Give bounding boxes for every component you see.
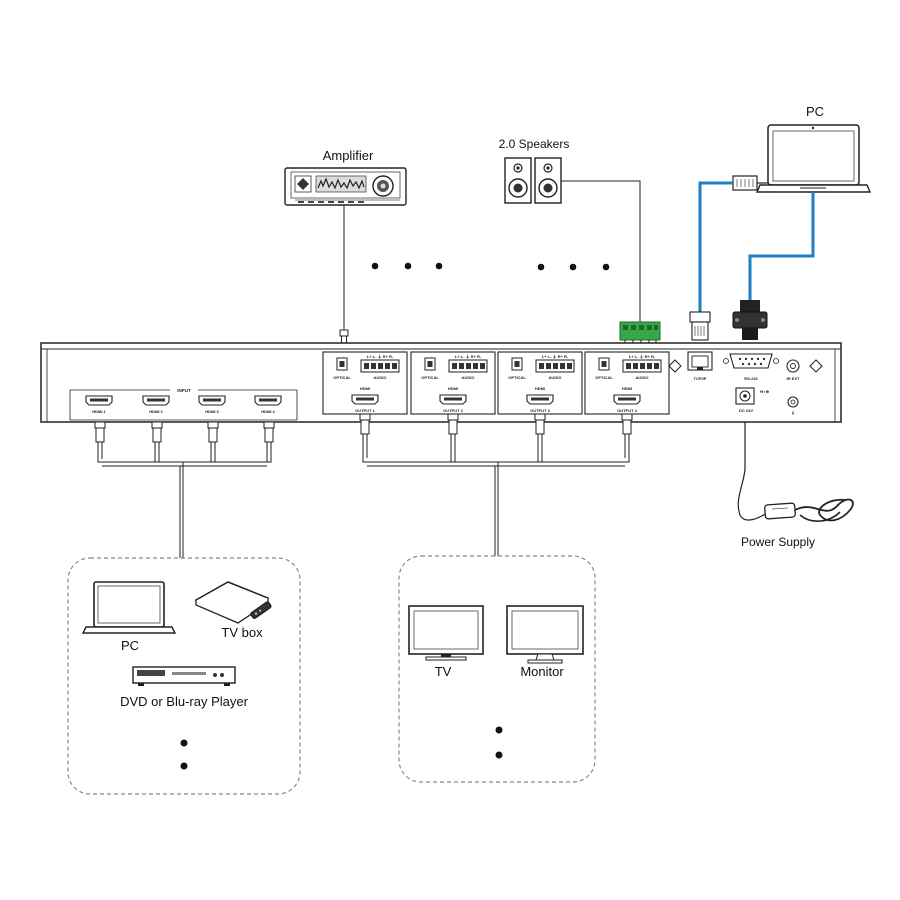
optical-label: OPTICAL <box>508 375 526 380</box>
rs232-port: RS-232 <box>723 353 779 381</box>
output-name: OUTPUT 3 <box>530 408 551 413</box>
dc-label: DC 24V <box>739 408 753 413</box>
audio-pin-labels: L+ L- ⏚ R+ R- <box>367 353 394 359</box>
amplifier-label: Amplifier <box>323 148 374 163</box>
hdmi-input-ports: HDMI 1 HDMI 2 HDMI 3 HDMI 4 <box>85 395 282 414</box>
sources-ellipsis <box>180 739 188 770</box>
laptop-icon <box>755 124 872 193</box>
power-adapter-icon <box>764 498 854 522</box>
audio-label: AUDIO <box>549 375 562 380</box>
audio-pin-labels: L+ L- ⏚ R+ R- <box>629 353 656 359</box>
sources-group <box>67 557 301 795</box>
output-name: OUTPUT 4 <box>617 408 638 413</box>
tv-icon <box>408 605 484 661</box>
dc-power-port: ⊖◐⊕ DC 24V <box>735 387 770 413</box>
input-hdmi-cables <box>94 421 275 558</box>
rj45-plug-icon <box>689 311 711 341</box>
source-laptop-icon <box>81 581 177 634</box>
tcpip-label: TCP/IP <box>694 376 707 381</box>
hdmi-input-3: HDMI 3 <box>198 395 226 414</box>
serial-cable <box>748 192 815 300</box>
source-pc-label: PC <box>121 638 139 653</box>
irext-label: IR EXT <box>787 376 800 381</box>
power-cable <box>737 422 769 521</box>
hdmi-label: HDMI <box>535 386 545 391</box>
hdmi-input-2: HDMI 2 <box>142 395 170 414</box>
hdmi-input-label: HDMI 3 <box>205 409 219 414</box>
hdmi-input-label: HDMI 1 <box>92 409 106 414</box>
output-hdmi-cables <box>359 413 633 556</box>
optical-plug-icon <box>339 329 349 345</box>
hdmi-input-label: HDMI 2 <box>149 409 163 414</box>
hdmi-input-4: HDMI 4 <box>254 395 282 414</box>
tcpip-port: TCP/IP <box>687 351 713 381</box>
output-modules: OPTICAL L+ L- ⏚ R+ R- AUDIO HDMI OUTPUT … <box>322 351 670 415</box>
polarity-icon: ⊖◐⊕ <box>760 389 770 394</box>
hdmi-label: HDMI <box>448 386 458 391</box>
speaker-cable <box>561 180 641 325</box>
audio-pin-labels: L+ L- ⏚ R+ R- <box>455 353 482 359</box>
db9-plug-icon <box>732 300 768 340</box>
input-section: INPUT <box>69 388 298 421</box>
speakers-label: 2.0 Speakers <box>499 137 570 151</box>
input-title: INPUT <box>177 388 191 393</box>
hdmi-input-1: HDMI 1 <box>85 395 113 414</box>
output-name: OUTPUT 2 <box>443 408 464 413</box>
svg-text:⏚: ⏚ <box>791 409 795 415</box>
ir-ext-port: IR EXT <box>786 359 800 381</box>
control-section: TCP/IP RS-232 IR EXT ⊖◐⊕ DC 24V ⏚ <box>668 351 823 415</box>
displays-group <box>398 555 596 783</box>
output-module-2: OPTICAL L+ L- ⏚ R+ R- AUDIO HDMI OUTPUT … <box>410 351 496 415</box>
pc-top-label: PC <box>806 104 824 119</box>
speakers-icon <box>504 157 562 204</box>
dvd-label: DVD or Blu-ray Player <box>120 694 249 709</box>
hdmi-label: HDMI <box>622 386 632 391</box>
audio-label: AUDIO <box>374 375 387 380</box>
monitor-label: Monitor <box>520 664 564 679</box>
audio-label: AUDIO <box>462 375 475 380</box>
tv-label: TV <box>435 664 452 679</box>
rj45-coupler-icon <box>732 175 768 191</box>
monitor-icon <box>506 605 584 664</box>
audio-label: AUDIO <box>636 375 649 380</box>
output-module-4: OPTICAL L+ L- ⏚ R+ R- AUDIO HDMI OUTPUT … <box>584 351 670 415</box>
tv-box-label: TV box <box>221 625 263 640</box>
hdmi-input-label: HDMI 4 <box>261 409 275 414</box>
optical-label: OPTICAL <box>421 375 439 380</box>
output-module-3: OPTICAL L+ L- ⏚ R+ R- AUDIO HDMI OUTPUT … <box>497 351 583 415</box>
amplifier-icon <box>284 167 407 206</box>
audio-pin-labels: L+ L- ⏚ R+ R- <box>542 353 569 359</box>
output-name: OUTPUT 1 <box>355 408 376 413</box>
hdmi-label: HDMI <box>360 386 370 391</box>
optical-label: OPTICAL <box>595 375 613 380</box>
rs232-label: RS-232 <box>744 376 758 381</box>
optical-label: OPTICAL <box>333 375 351 380</box>
power-supply-label: Power Supply <box>741 535 815 549</box>
dvd-player-icon <box>132 666 236 686</box>
ground-screw-icon: ⏚ <box>787 396 799 415</box>
output-module-1: OPTICAL L+ L- ⏚ R+ R- AUDIO HDMI OUTPUT … <box>322 351 408 415</box>
lan-cable <box>698 181 733 312</box>
displays-ellipsis <box>495 726 503 759</box>
tv-box-icon <box>194 581 272 624</box>
ellipsis-dots <box>371 262 610 271</box>
